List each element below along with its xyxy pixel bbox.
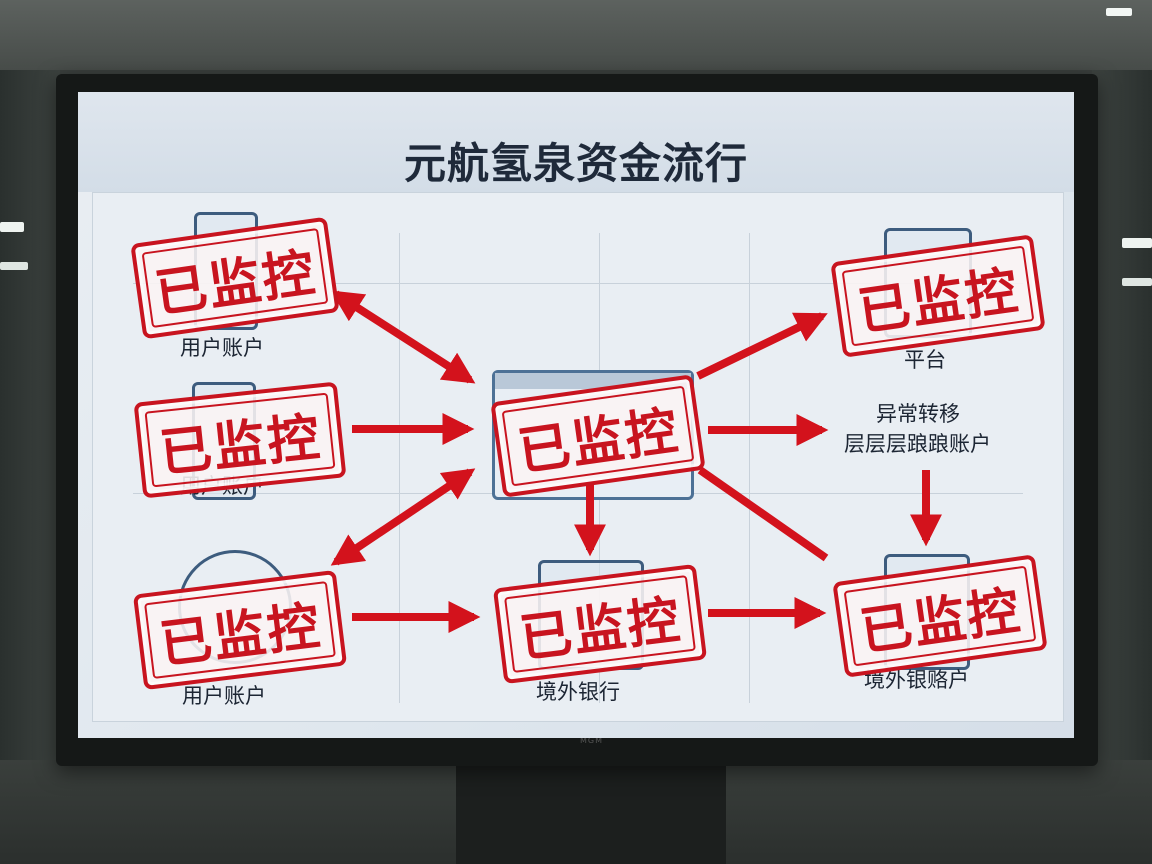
arrow-center-to-platform — [696, 312, 828, 380]
label-user-account: 用户账户 — [180, 336, 264, 360]
stamp-text: 已监控 — [516, 589, 685, 670]
arrow-center-to-overseas-account — [697, 466, 829, 562]
title-band — [78, 92, 1074, 192]
label-overseas-bank: 境外银行 — [536, 680, 620, 704]
arrow-user-to-center — [330, 290, 476, 384]
wall-right — [1092, 70, 1152, 770]
wall-light-left-2 — [0, 262, 28, 270]
stamp-text: 已监控 — [156, 595, 325, 676]
ceiling — [0, 0, 1152, 70]
label-user-account: 用户账户 — [182, 684, 266, 708]
stamp-text: 已监控 — [156, 407, 325, 484]
grid-line — [749, 233, 750, 703]
stamp-text: 已监控 — [514, 400, 684, 483]
arrow-center-to-user-bottom — [330, 468, 476, 566]
tv-brand: MGM — [580, 736, 604, 745]
grid-line — [399, 233, 400, 703]
wall-light-left — [0, 222, 24, 232]
wall-left — [0, 70, 60, 770]
tv-screen: 元航氢泉资金流行 用户账户 用户账户 用户账户 平台 异常转移 层层 — [78, 92, 1074, 738]
stamp-text: 已监控 — [151, 242, 321, 325]
label-anomaly-line1: 异常转移 — [876, 402, 960, 426]
flow-arrows — [330, 290, 942, 633]
wall-light-right — [1122, 238, 1152, 248]
grid-line — [133, 283, 1023, 284]
label-platform: 平台 — [904, 348, 946, 372]
stamp-text: 已监控 — [856, 580, 1026, 663]
tv-stand — [456, 752, 726, 864]
stamp-text: 已监控 — [854, 260, 1024, 343]
diagram-title: 元航氢泉资金流行 — [403, 139, 748, 188]
wall-light-right-2 — [1122, 278, 1152, 286]
label-anomaly-line2: 层层层踉踉账户 — [844, 432, 991, 456]
ceiling-light — [1106, 8, 1132, 16]
